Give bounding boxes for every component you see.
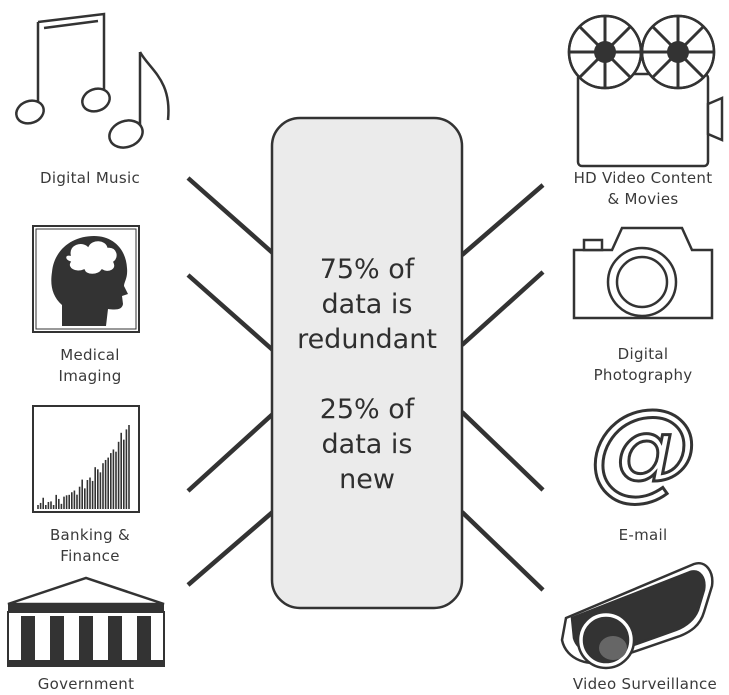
center-line: 75% of: [319, 254, 415, 285]
label-banking-finance: Banking & Finance: [20, 525, 160, 567]
label-government: Government: [16, 674, 156, 695]
label-line: Finance: [60, 547, 120, 565]
label-line: Video Surveillance: [572, 675, 718, 693]
center-line: redundant: [297, 324, 437, 355]
center-statement: 75% of data is redundant 25% of data is …: [272, 252, 462, 497]
label-line: Government: [37, 675, 135, 693]
label-line: & Movies: [607, 190, 679, 208]
label-digital-music: Digital Music: [20, 168, 160, 189]
center-line: 25% of: [319, 394, 415, 425]
connector-line: [460, 183, 545, 257]
bar-chart-icon: [32, 405, 140, 513]
head-brain-icon: [32, 225, 140, 333]
connector-line: [460, 410, 545, 492]
label-email: E-mail: [570, 525, 716, 546]
center-line: new: [339, 464, 395, 495]
label-line: E-mail: [618, 526, 668, 544]
film-projector-icon: [567, 14, 724, 168]
label-line: Medical: [60, 346, 120, 364]
connector-line: [186, 508, 277, 587]
label-line: Digital: [617, 345, 669, 363]
center-line: data is: [321, 429, 413, 460]
camera-icon: [572, 226, 714, 320]
center-line: data is: [321, 289, 413, 320]
label-video-surveillance: Video Surveillance: [562, 674, 728, 695]
connector-lines: [186, 176, 545, 592]
government-building-icon: [7, 576, 165, 667]
label-line: Digital Music: [40, 169, 140, 187]
at-sign-icon: @: [588, 386, 699, 514]
label-medical-imaging: Medical Imaging: [20, 345, 160, 387]
connector-line: [460, 270, 545, 347]
label-line: Imaging: [58, 367, 122, 385]
center-box: [270, 116, 464, 610]
label-line: HD Video Content: [573, 169, 713, 187]
connector-line: [186, 176, 277, 257]
music-notes-icon: [15, 12, 170, 149]
label-digital-photography: Digital Photography: [570, 344, 716, 386]
label-line: Banking &: [49, 526, 131, 544]
connector-line: [186, 410, 277, 493]
label-line: Photography: [593, 366, 693, 384]
security-camera-icon: [560, 561, 714, 670]
connector-line: [186, 273, 277, 354]
connector-line: [460, 510, 545, 592]
svg-text:@: @: [589, 387, 697, 512]
label-hd-video: HD Video Content & Movies: [560, 168, 726, 210]
